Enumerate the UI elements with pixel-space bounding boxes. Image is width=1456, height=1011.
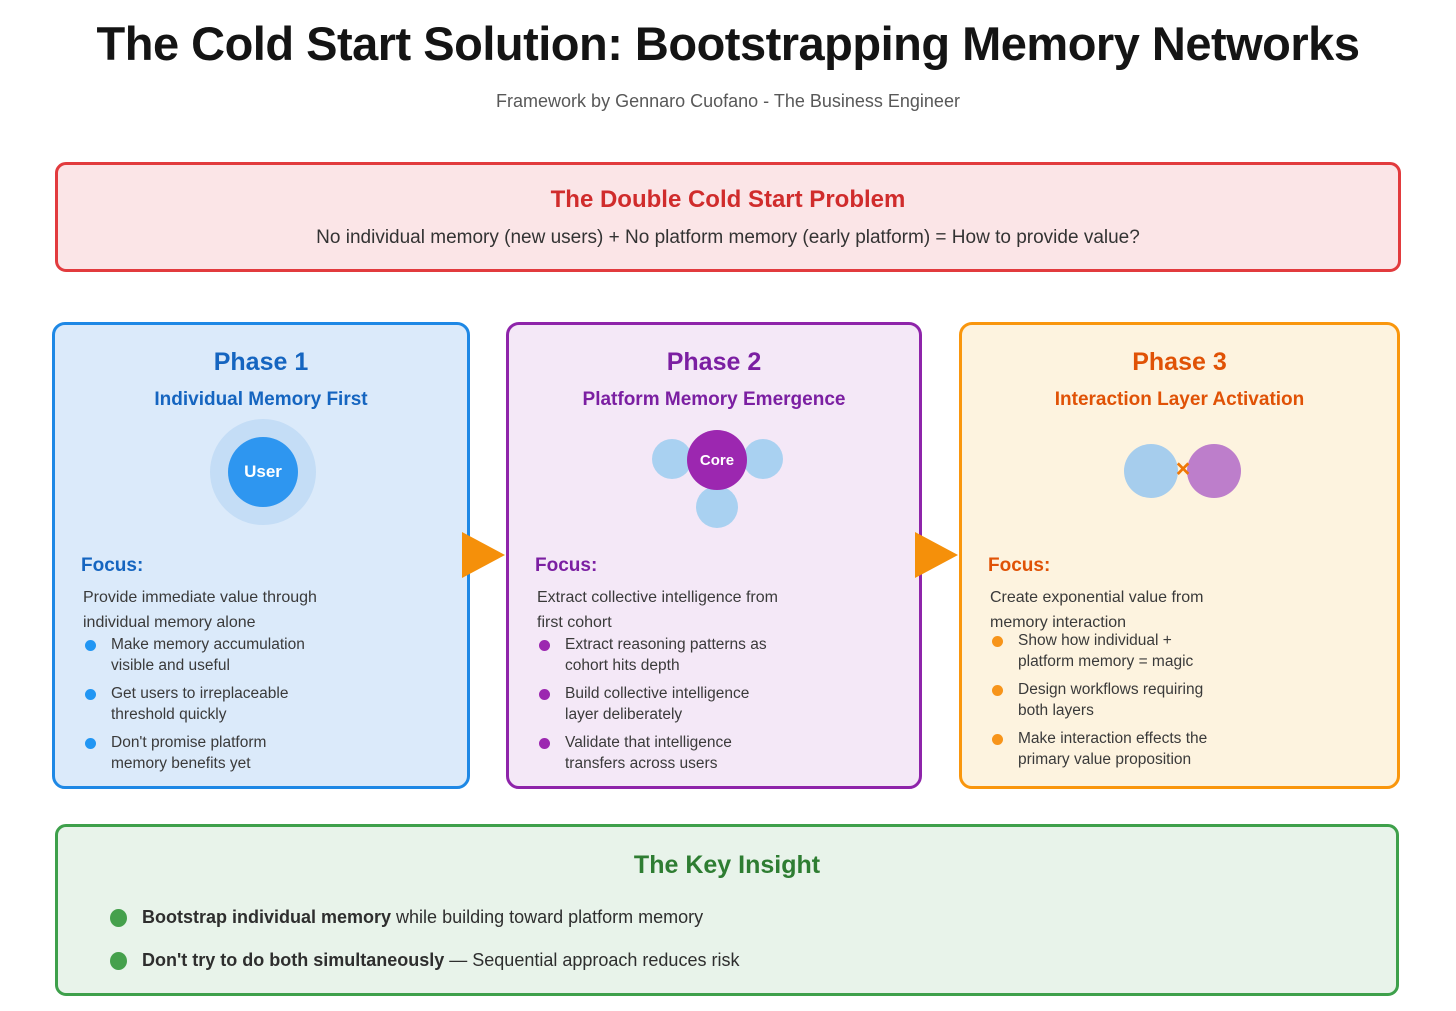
bullet-dot-icon — [110, 909, 127, 927]
bullet-dot-icon — [992, 636, 1003, 647]
phase-1-focus: Focus: Provide immediate value through i… — [81, 555, 453, 774]
satellite-circle — [696, 486, 738, 528]
focus-bullet: Build collective intelligence layer deli… — [535, 684, 905, 725]
focus-bullet: Don't promise platform memory benefits y… — [81, 733, 453, 774]
phase-2-card: Phase 2 Platform Memory Emergence Core F… — [506, 322, 922, 789]
key-insight-box: The Key Insight Bootstrap individual mem… — [55, 824, 1399, 996]
focus-bullet: Make memory accumulation visible and use… — [81, 635, 453, 676]
focus-bullet: Get users to irreplaceable threshold qui… — [81, 684, 453, 725]
bullet-dot-icon — [539, 640, 550, 651]
user-circle-label: User — [244, 462, 282, 481]
phase-2-subtitle: Platform Memory Emergence — [582, 389, 846, 410]
phase-3-title: Phase 3 — [1132, 348, 1227, 376]
bullet-dot-icon — [992, 734, 1003, 745]
multiply-icon: × — [1175, 455, 1191, 483]
key-insight-title: The Key Insight — [633, 851, 821, 879]
phase-3-card: Phase 3 Interaction Layer Activation × F… — [959, 322, 1400, 789]
arrow-right-icon — [462, 532, 505, 578]
phase-1-card: Phase 1 Individual Memory First User Foc… — [52, 322, 470, 789]
phase-2-title: Phase 2 — [666, 348, 762, 376]
bullet-dot-icon — [85, 640, 96, 651]
phase-1-diagram: User — [55, 325, 467, 786]
focus-bullet: Design workflows requiring both layers — [988, 680, 1383, 721]
focus-label: Focus: — [81, 555, 144, 576]
page-title: The Cold Start Solution: Bootstrapping M… — [96, 17, 1360, 70]
insight-bullet: Don't try to do both simultaneously — Se… — [110, 950, 1366, 971]
bullet-dot-icon — [539, 738, 550, 749]
key-insight-list: Bootstrap individual memory while buildi… — [110, 907, 1366, 971]
focus-label: Focus: — [988, 555, 1051, 576]
core-circle: Core — [687, 430, 747, 490]
user-halo-circle: User — [210, 419, 316, 525]
phase-3-focus: Focus: Create exponential value from mem… — [988, 555, 1383, 770]
bullet-dot-icon — [110, 952, 127, 970]
focus-description: Create exponential value from memory int… — [990, 589, 1204, 631]
problem-title: The Double Cold Start Problem — [550, 186, 906, 213]
problem-body: No individual memory (new users) + No pl… — [316, 227, 1140, 248]
insight-bullet: Bootstrap individual memory while buildi… — [110, 907, 1366, 928]
bullet-dot-icon — [992, 685, 1003, 696]
focus-description: Extract collective intelligence from fir… — [537, 589, 778, 631]
user-circle: User — [228, 437, 298, 507]
focus-bullet: Validate that intelligence transfers acr… — [535, 733, 905, 774]
focus-bullet: Extract reasoning patterns as cohort hit… — [535, 635, 905, 676]
satellite-circle — [652, 439, 692, 479]
phase-1-title: Phase 1 — [213, 348, 309, 376]
bullet-dot-icon — [85, 689, 96, 700]
phase-1-subtitle: Individual Memory First — [154, 389, 368, 410]
page-subtitle: Framework by Gennaro Cuofano - The Busin… — [496, 91, 960, 111]
insight-bullet-text: Don't try to do both simultaneously — Se… — [142, 950, 740, 970]
satellite-circle — [743, 439, 783, 479]
phase-2-diagram: Core — [509, 325, 919, 786]
focus-description: Provide immediate value through individu… — [83, 589, 317, 631]
phase-3-diagram: × — [962, 325, 1397, 786]
insight-bullet-text: Bootstrap individual memory while buildi… — [142, 907, 704, 927]
phase-1-bullet-list: Make memory accumulation visible and use… — [81, 635, 453, 774]
focus-bullet: Show how individual + platform memory = … — [988, 631, 1383, 672]
focus-label: Focus: — [535, 555, 598, 576]
focus-bullet: Make interaction effects the primary val… — [988, 729, 1383, 770]
core-circle-label: Core — [699, 451, 735, 469]
phase-2-bullet-list: Extract reasoning patterns as cohort hit… — [535, 635, 905, 774]
phase-2-focus: Focus: Extract collective intelligence f… — [535, 555, 905, 774]
platform-memory-circle — [1187, 444, 1241, 498]
bullet-dot-icon — [85, 738, 96, 749]
arrow-right-icon — [915, 532, 958, 578]
bullet-dot-icon — [539, 689, 550, 700]
phase-3-bullet-list: Show how individual + platform memory = … — [988, 631, 1383, 770]
individual-memory-circle — [1124, 444, 1178, 498]
double-cold-start-problem-box: The Double Cold Start Problem No individ… — [55, 162, 1401, 272]
phase-3-subtitle: Interaction Layer Activation — [1054, 389, 1305, 410]
